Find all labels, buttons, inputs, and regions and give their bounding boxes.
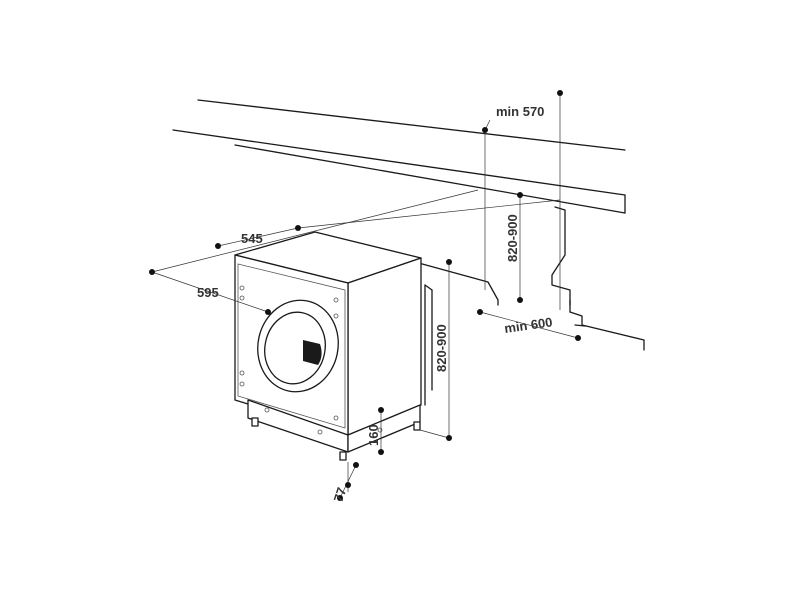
machine-foot	[413, 421, 421, 431]
label-min-width: min 600	[503, 314, 553, 336]
label-feet-height: 160	[366, 424, 381, 446]
worktop	[172, 99, 626, 214]
dimension-lines	[149, 90, 581, 501]
label-min-depth: min 570	[496, 104, 544, 119]
label-cabinet-height: 820-900	[434, 324, 449, 372]
washing-machine	[234, 231, 422, 461]
label-feet-offset: 77	[331, 486, 350, 504]
machine-foot	[339, 451, 347, 461]
label-niche-height: 820-900	[505, 214, 520, 262]
machine-foot	[251, 417, 259, 427]
niche-cabinet	[414, 206, 645, 406]
door-handle	[303, 340, 322, 365]
door-inner	[264, 311, 326, 385]
label-cabinet-width: 545	[241, 231, 263, 246]
label-appliance-width: 595	[197, 285, 219, 300]
door-outer	[257, 299, 339, 393]
